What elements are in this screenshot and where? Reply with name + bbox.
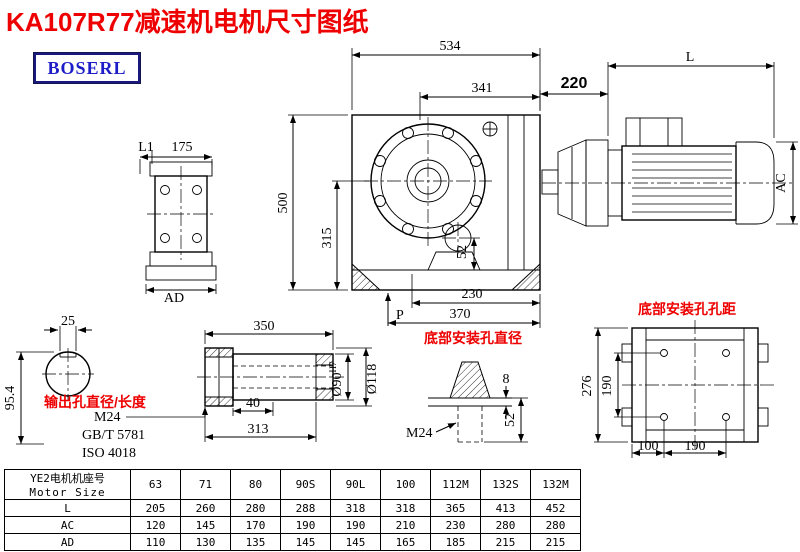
dim-motor-length-l: L [686, 50, 695, 65]
motor-side-view [541, 117, 794, 227]
table-cell: 280 [480, 516, 531, 534]
table-size-90s: 90S [280, 469, 331, 500]
dim-25: 25 [61, 314, 75, 329]
table-cell: 205 [130, 499, 181, 517]
dim-dia90-tol: H7 [328, 361, 338, 372]
dim-40: 40 [246, 396, 260, 411]
table-header-motor-size: YE2电机机座号 Motor Size [4, 469, 131, 500]
row-label-l: L [4, 499, 131, 517]
table-size-112m: 112M [430, 469, 481, 500]
table-cell: 170 [230, 516, 281, 534]
table-cell: 318 [330, 499, 381, 517]
dim-100: 100 [638, 439, 659, 454]
table-size-90l: 90L [330, 469, 381, 500]
table-cell: 260 [180, 499, 231, 517]
label-m24-output: M24 [94, 410, 120, 425]
technical-drawing: 534 341 500 315 52 230 370 P [3, 39, 798, 461]
table-size-63: 63 [130, 469, 181, 500]
table-cell: 452 [530, 499, 581, 517]
dim-370: 370 [450, 307, 471, 322]
table-cell: 120 [130, 516, 181, 534]
boserl-logo: BOSERL [33, 52, 141, 84]
mounting-bolt-view: 底部安装孔直径 8 52 M24 [406, 330, 528, 443]
table-cell: 280 [530, 516, 581, 534]
table-size-80: 80 [230, 469, 281, 500]
dim-dia90: Ø90 [330, 372, 345, 396]
output-shaft-view: 350 40 313 Ø90H7 Ø118 [197, 319, 380, 442]
shaft-cross-section-view: 25 95.4 输出孔直径/长度 M24 GB/T 5781 ISO 4018 [3, 314, 208, 461]
table-cell: 215 [530, 533, 581, 551]
label-p: P [396, 308, 404, 323]
table-cell: 288 [280, 499, 331, 517]
dim-8: 8 [503, 372, 510, 387]
dim-52-bolt: 52 [503, 413, 518, 427]
table-size-100: 100 [380, 469, 431, 500]
table-cell: 145 [280, 533, 331, 551]
dim-220: 220 [561, 75, 588, 92]
row-label-ad: AD [4, 533, 131, 551]
svg-text:Ø90H7: Ø90H7 [328, 361, 345, 397]
table-cell: 185 [430, 533, 481, 551]
table-header-cn: YE2电机机座号 [30, 472, 105, 485]
dim-500: 500 [276, 193, 291, 214]
table-cell: 413 [480, 499, 531, 517]
dim-341: 341 [472, 81, 493, 96]
table-cell: 190 [330, 516, 381, 534]
dim-l1: L1 [138, 140, 154, 155]
table-cell: 190 [280, 516, 331, 534]
logo-text: BOSERL [47, 57, 127, 78]
table-cell: 145 [330, 533, 381, 551]
table-header-en: Motor Size [29, 486, 106, 499]
dim-315: 315 [320, 228, 335, 249]
table-row-ad: AD 110 130 135 145 145 165 185 215 215 [4, 533, 581, 551]
table-size-71: 71 [180, 469, 231, 500]
label-gbt-5781: GB/T 5781 [82, 428, 145, 443]
label-bottom-hole-spacing: 底部安装孔孔距 [638, 301, 736, 317]
table-row-ac: AC 120 145 170 190 190 210 230 280 280 [4, 516, 581, 534]
bottom-mounting-view: 底部安装孔孔距 276 190 100 190 [580, 301, 776, 458]
label-m24-bolt: M24 [406, 426, 432, 441]
motor-dimensions: 220 L AC [539, 50, 798, 225]
main-front-view [351, 114, 541, 291]
table-header-row: YE2电机机座号 Motor Size 63 71 80 90S 90L 100… [4, 469, 581, 500]
gearbox-side-view: L1 175 AD [138, 140, 217, 306]
page-title: KA107R77减速机电机尺寸图纸 [6, 7, 369, 37]
main-view-dimensions: 534 341 500 315 52 230 370 P [276, 39, 541, 328]
dim-350: 350 [254, 319, 275, 334]
dim-dia118: Ø118 [365, 364, 380, 395]
table-size-132s: 132S [480, 469, 531, 500]
table-cell: 130 [180, 533, 231, 551]
dim-95-4: 95.4 [3, 386, 18, 411]
dim-190-vertical: 190 [600, 376, 615, 397]
dim-ac: AC [774, 173, 789, 192]
table-cell: 318 [380, 499, 431, 517]
table-cell: 230 [430, 516, 481, 534]
dim-276: 276 [580, 376, 595, 397]
label-output-hole: 输出孔直径/长度 [44, 394, 147, 410]
table-cell: 110 [130, 533, 181, 551]
table-cell: 135 [230, 533, 281, 551]
dim-175: 175 [172, 140, 193, 155]
motor-size-table: YE2电机机座号 Motor Size 63 71 80 90S 90L 100… [4, 469, 581, 551]
row-label-ac: AC [4, 516, 131, 534]
dim-534: 534 [440, 39, 461, 54]
dim-313: 313 [248, 422, 269, 437]
table-cell: 165 [380, 533, 431, 551]
dim-190-horizontal: 190 [685, 439, 706, 454]
table-cell: 210 [380, 516, 431, 534]
table-row-l: L 205 260 280 288 318 318 365 413 452 [4, 499, 581, 517]
label-bottom-hole-dia: 底部安装孔直径 [424, 330, 522, 346]
dim-ad: AD [164, 291, 184, 306]
dim-230: 230 [462, 287, 483, 302]
table-cell: 145 [180, 516, 231, 534]
label-iso-4018: ISO 4018 [82, 446, 136, 461]
dim-52-main: 52 [455, 245, 470, 259]
table-size-132m: 132M [530, 469, 581, 500]
motor-size-table-wrap: YE2电机机座号 Motor Size 63 71 80 90S 90L 100… [4, 469, 581, 551]
table-cell: 280 [230, 499, 281, 517]
table-cell: 215 [480, 533, 531, 551]
table-cell: 365 [430, 499, 481, 517]
